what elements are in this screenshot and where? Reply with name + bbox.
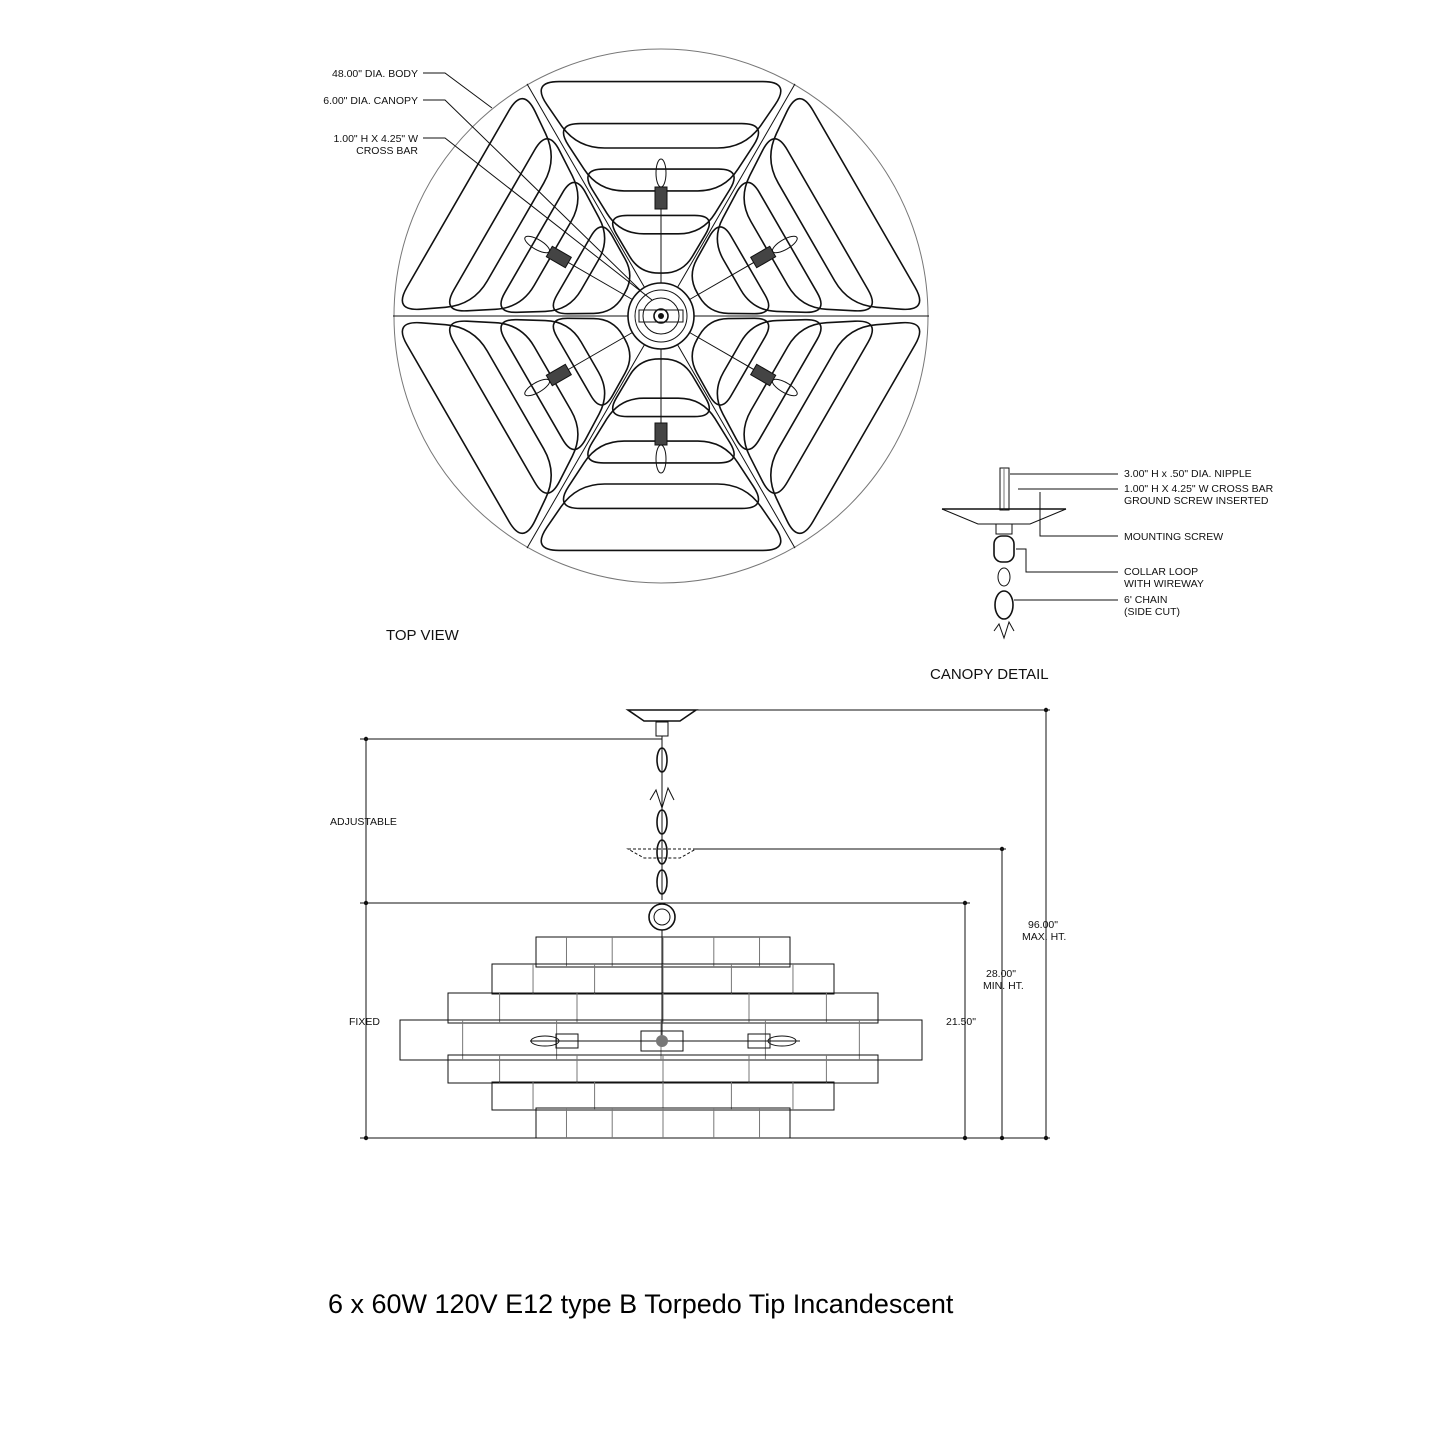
petal-ring xyxy=(448,320,579,494)
petal-ring xyxy=(540,80,782,149)
petal-ring xyxy=(691,226,770,315)
petal-ring xyxy=(540,483,782,552)
max-height-line1: 96.00" xyxy=(1028,919,1058,931)
petal-ring xyxy=(500,318,606,451)
min-height-line2: MIN. HT. xyxy=(983,980,1024,992)
petal-divider xyxy=(526,83,645,288)
bulb-arm xyxy=(524,332,633,397)
callout-canopy-dia: 6.00" DIA. CANOPY xyxy=(323,95,418,107)
top-view-callouts: 48.00" DIA. BODY 6.00" DIA. CANOPY 1.00"… xyxy=(323,68,653,301)
petal-ring xyxy=(562,440,760,510)
petal-ring xyxy=(401,321,552,535)
callout-body-dia: 48.00" DIA. BODY xyxy=(332,68,418,80)
petal-divider xyxy=(526,344,645,549)
bulb-arm xyxy=(654,349,668,474)
petal-ring xyxy=(743,138,874,312)
top-view: 48.00" DIA. BODY 6.00" DIA. CANOPY 1.00"… xyxy=(323,48,929,644)
petal-divider xyxy=(677,83,796,288)
callout-nipple: 3.00" H x .50" DIA. NIPPLE xyxy=(1124,468,1252,480)
body-tiers xyxy=(399,936,923,1139)
canopy-detail-title: CANOPY DETAIL xyxy=(930,666,1049,683)
callout-chain-line1: 6' CHAIN xyxy=(1124,594,1167,606)
side-view: ADJUSTABLE FIXED 21.50" 28.00" MIN. HT. … xyxy=(330,707,1066,1141)
bulb-caption: 6 x 60W 120V E12 type B Torpedo Tip Inca… xyxy=(328,1289,954,1319)
fixed-label: FIXED xyxy=(349,1016,380,1028)
max-height-line2: MAX. HT. xyxy=(1022,931,1066,943)
min-height-line1: 28.00" xyxy=(986,968,1016,980)
center-canopy xyxy=(627,282,695,350)
petal-ring xyxy=(716,318,822,451)
petal-ring xyxy=(500,181,606,314)
callout-ground-screw: GROUND SCREW INSERTED xyxy=(1124,495,1269,507)
petal-ring xyxy=(743,320,874,494)
side-bulbs xyxy=(530,1030,800,1052)
petal-ring xyxy=(611,214,711,274)
left-dimensions: ADJUSTABLE FIXED xyxy=(330,736,662,1141)
callout-cross-bar: 1.00" H X 4.25" W CROSS BAR xyxy=(1124,483,1274,495)
callout-cross-bar-line2: CROSS BAR xyxy=(356,145,418,157)
right-dimensions: 21.50" 28.00" MIN. HT. 96.00" MAX. HT. xyxy=(662,707,1066,1141)
body-height-label: 21.50" xyxy=(946,1016,976,1028)
canopy-detail: 3.00" H x .50" DIA. NIPPLE 1.00" H X 4.2… xyxy=(930,467,1274,683)
callout-cross-bar-line1: 1.00" H X 4.25" W xyxy=(334,133,419,145)
petal-ring xyxy=(611,358,711,418)
bulb-arm xyxy=(689,332,798,397)
chain xyxy=(649,736,675,900)
petal-ring xyxy=(770,321,921,535)
petal-ring xyxy=(716,181,822,314)
petal-rings xyxy=(393,80,929,552)
petal-ring xyxy=(401,97,552,311)
canopy-detail-callouts: 3.00" H x .50" DIA. NIPPLE 1.00" H X 4.2… xyxy=(1010,468,1274,618)
petal-ring xyxy=(691,317,770,406)
adjustable-label: ADJUSTABLE xyxy=(330,816,397,828)
petal-ring xyxy=(552,317,631,406)
callout-mounting-screw: MOUNTING SCREW xyxy=(1124,531,1223,543)
bulb-arm xyxy=(654,158,668,283)
petal-ring xyxy=(552,226,631,315)
bulb-arm xyxy=(524,235,633,300)
petal-ring xyxy=(770,97,921,311)
callout-chain-line2: (SIDE CUT) xyxy=(1124,606,1180,618)
callout-collar-loop-line2: WITH WIREWAY xyxy=(1124,578,1204,590)
petal-ring xyxy=(448,138,579,312)
petal-ring xyxy=(562,122,760,192)
petal-ring xyxy=(587,397,735,464)
bulb-arm xyxy=(689,235,798,300)
petal-ring xyxy=(587,168,735,235)
petal-divider xyxy=(677,344,796,549)
top-view-title: TOP VIEW xyxy=(386,627,460,644)
bulb-arms xyxy=(524,158,798,474)
callout-collar-loop-line1: COLLAR LOOP xyxy=(1124,566,1198,578)
